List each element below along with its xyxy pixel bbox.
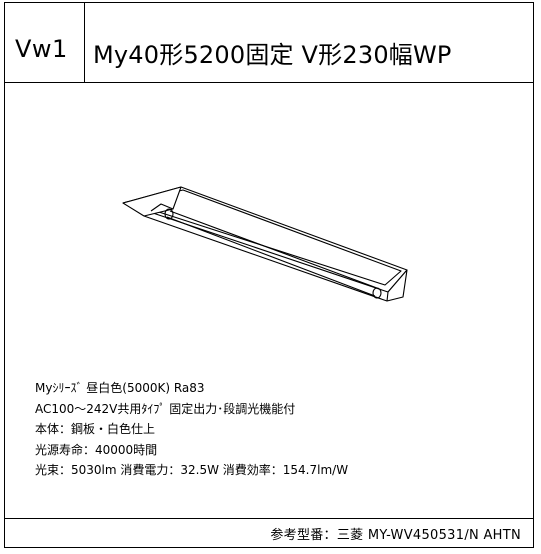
fixture-drawing — [5, 83, 533, 373]
footer-row: 参考型番：三菱 MY-WV450531/N AHTN — [5, 518, 533, 547]
reference-model: 参考型番：三菱 MY-WV450531/N AHTN — [270, 528, 521, 543]
spec-sheet: Vw1 My40形5200固定 V形230幅WP — [4, 2, 534, 548]
spec-line-body: 本体：鋼板・白色仕上 — [35, 422, 156, 436]
fixture-illustration — [122, 186, 408, 302]
product-code: Vw1 — [15, 35, 68, 63]
code-cell: Vw1 — [5, 3, 85, 82]
tube-holder-left — [164, 208, 174, 220]
spec-line-performance: 光束：5030lm 消費電力：32.5W 消費効率：154.7lm/W — [35, 463, 349, 477]
header-row: Vw1 My40形5200固定 V形230幅WP — [5, 3, 533, 83]
spec-list: Myｼﾘｰｽﾞ 昼白色(5000K) Ra83 AC100〜242V共用ﾀｲﾌﾟ… — [35, 378, 348, 481]
spec-line-lifetime: 光源寿命：40000時間 — [35, 442, 158, 457]
spec-line-voltage: AC100〜242V共用ﾀｲﾌﾟ 固定出力･段調光機能付 — [35, 401, 296, 416]
light-tube — [169, 210, 378, 289]
spec-line-series: Myｼﾘｰｽﾞ 昼白色(5000K) Ra83 — [35, 381, 205, 395]
product-title: My40形5200固定 V形230幅WP — [93, 41, 452, 69]
right-endcap — [386, 269, 408, 302]
